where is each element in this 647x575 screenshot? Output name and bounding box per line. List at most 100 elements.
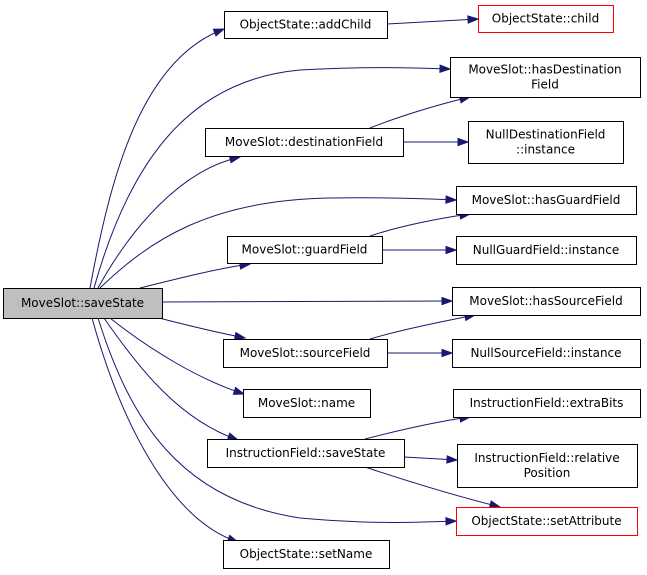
arrowhead-icon bbox=[457, 137, 470, 147]
edge-saveState-to-setAttr bbox=[97, 317, 458, 526]
edge-sourceField-to-hasSource bbox=[369, 312, 477, 340]
node-box bbox=[450, 57, 641, 98]
node-label: Field bbox=[531, 78, 559, 92]
edge-guardField-to-nullGuard bbox=[382, 245, 458, 255]
node-label: ObjectState::setName bbox=[240, 547, 373, 561]
node-label: InstructionField::relative bbox=[474, 451, 619, 465]
node-label: NullSourceField::instance bbox=[470, 346, 621, 360]
edge-line bbox=[97, 156, 241, 289]
node-extraBits[interactable]: InstructionField::extraBits bbox=[453, 389, 641, 418]
node-label: ObjectState::child bbox=[492, 12, 599, 26]
node-box bbox=[457, 444, 638, 488]
node-sourceField[interactable]: MoveSlot::sourceField bbox=[223, 339, 388, 368]
arrowhead-icon bbox=[445, 516, 458, 526]
node-label: MoveSlot::name bbox=[258, 396, 355, 410]
node-box bbox=[223, 540, 390, 569]
node-label: InstructionField::saveState bbox=[226, 446, 386, 460]
node-label: MoveSlot::hasDestination bbox=[468, 63, 621, 77]
nodes-layer: MoveSlot::saveState ObjectState::addChild… bbox=[3, 5, 641, 569]
arrowhead-icon bbox=[441, 296, 454, 306]
edge-line bbox=[103, 317, 239, 441]
edge-saveState-to-name bbox=[109, 317, 246, 395]
arrowhead-icon bbox=[441, 348, 454, 358]
node-box bbox=[227, 236, 383, 264]
node-destField[interactable]: MoveSlot::destinationField bbox=[205, 128, 404, 157]
node-box bbox=[205, 128, 404, 157]
node-nullGuard[interactable]: NullGuardField::instance bbox=[456, 236, 637, 265]
edge-addChild-to-child bbox=[386, 15, 480, 25]
node-setAttr[interactable]: ObjectState::setAttribute bbox=[456, 507, 638, 536]
edge-saveState-to-sourceField bbox=[158, 317, 247, 341]
node-ifSaveState[interactable]: InstructionField::saveState bbox=[207, 439, 405, 468]
edge-line bbox=[91, 317, 239, 543]
node-label: MoveSlot::hasGuardField bbox=[472, 193, 621, 207]
node-hasGuard[interactable]: MoveSlot::hasGuardField bbox=[456, 186, 637, 215]
edge-line bbox=[109, 317, 245, 395]
node-box bbox=[456, 236, 637, 265]
node-addChild[interactable]: ObjectState::addChild bbox=[224, 11, 388, 39]
node-label: MoveSlot::sourceField bbox=[240, 346, 371, 360]
edge-line bbox=[386, 18, 479, 25]
node-setName[interactable]: ObjectState::setName bbox=[223, 540, 390, 569]
node-label: ObjectState::addChild bbox=[240, 18, 372, 32]
node-box bbox=[456, 186, 637, 215]
edge-ifSaveState-to-extraBits bbox=[364, 414, 472, 440]
node-box bbox=[453, 389, 641, 418]
node-name[interactable]: MoveSlot::name bbox=[243, 389, 371, 418]
edge-line bbox=[158, 317, 246, 339]
edge-line bbox=[97, 317, 457, 523]
edge-sourceField-to-nullSource bbox=[387, 348, 454, 358]
edge-line bbox=[369, 96, 471, 129]
edge-line bbox=[364, 466, 501, 508]
node-box bbox=[468, 121, 624, 164]
edge-line bbox=[369, 213, 471, 237]
node-guardField[interactable]: MoveSlot::guardField bbox=[227, 236, 383, 264]
node-saveState[interactable]: MoveSlot::saveState bbox=[3, 288, 163, 319]
edge-line bbox=[89, 28, 225, 289]
node-box bbox=[207, 439, 405, 468]
node-nullSource[interactable]: NullSourceField::instance bbox=[452, 339, 641, 368]
node-label: MoveSlot::saveState bbox=[21, 296, 144, 310]
arrowhead-icon bbox=[446, 455, 459, 464]
node-box bbox=[243, 389, 371, 418]
node-label: MoveSlot::hasSourceField bbox=[469, 294, 622, 308]
edges-layer bbox=[89, 15, 502, 543]
edge-line bbox=[139, 263, 251, 289]
node-box bbox=[224, 11, 388, 39]
edge-line bbox=[369, 314, 476, 340]
node-label: NullDestinationField bbox=[486, 128, 606, 142]
node-box bbox=[452, 339, 641, 368]
edge-destField-to-hasDest bbox=[369, 95, 472, 129]
node-box bbox=[452, 287, 641, 316]
arrowhead-icon bbox=[439, 64, 452, 73]
edge-saveState-to-ifSaveState bbox=[103, 317, 240, 441]
arrowhead-icon bbox=[467, 15, 480, 24]
edge-ifSaveState-to-relPos bbox=[403, 455, 459, 464]
edge-saveState-to-hasSource bbox=[158, 296, 454, 306]
node-box bbox=[456, 507, 638, 536]
arrowhead-icon bbox=[232, 386, 246, 395]
edge-saveState-to-addChild bbox=[89, 28, 226, 289]
arrowhead-icon bbox=[212, 28, 226, 37]
node-nullDest[interactable]: NullDestinationField::instance bbox=[468, 121, 624, 164]
arrowhead-icon bbox=[445, 245, 458, 255]
node-label: MoveSlot::guardField bbox=[242, 243, 368, 257]
edge-saveState-to-destField bbox=[97, 155, 242, 289]
node-child[interactable]: ObjectState::child bbox=[478, 5, 614, 33]
edge-line bbox=[99, 197, 457, 289]
edge-line bbox=[158, 300, 453, 303]
node-box bbox=[223, 339, 388, 368]
node-box bbox=[478, 5, 614, 33]
node-label: ObjectState::setAttribute bbox=[471, 514, 621, 528]
node-label: InstructionField::extraBits bbox=[470, 396, 624, 410]
arrowhead-icon bbox=[233, 331, 247, 341]
arrowhead-icon bbox=[445, 195, 458, 204]
node-label: NullGuardField::instance bbox=[473, 243, 619, 257]
edge-line bbox=[93, 67, 451, 289]
node-hasSource[interactable]: MoveSlot::hasSourceField bbox=[452, 287, 641, 316]
node-label: MoveSlot::destinationField bbox=[225, 135, 383, 149]
edge-saveState-to-hasGuard bbox=[99, 195, 458, 289]
